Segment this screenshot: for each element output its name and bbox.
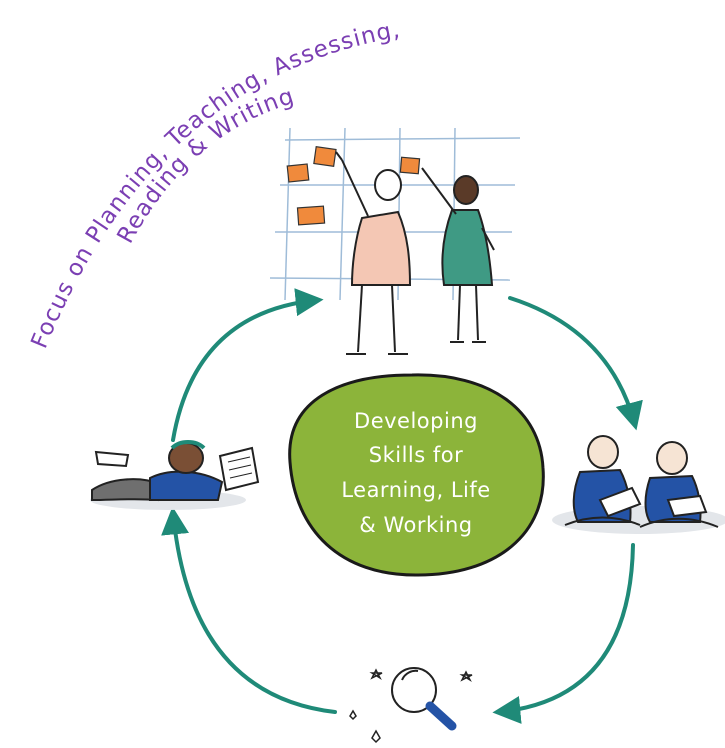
children-reading-illustration — [552, 435, 725, 534]
center-line-1: Developing — [354, 409, 478, 433]
center-line-4: & Working — [359, 513, 472, 537]
arrow-top-right — [508, 296, 643, 431]
child-lying-reading-illustration — [90, 440, 260, 510]
cycle-arrows — [161, 288, 643, 724]
arrow-bottom-right — [492, 543, 635, 724]
center-line-2: Skills for — [369, 443, 464, 467]
magnifying-glass-illustration — [349, 667, 473, 744]
arrow-bottom-left — [161, 506, 337, 714]
center-line-3: Learning, Life — [341, 478, 490, 502]
arrow-top-left — [171, 288, 324, 442]
planning-board-illustration — [269, 127, 521, 355]
center-circle: Developing Skills for Learning, Life & W… — [288, 373, 545, 577]
